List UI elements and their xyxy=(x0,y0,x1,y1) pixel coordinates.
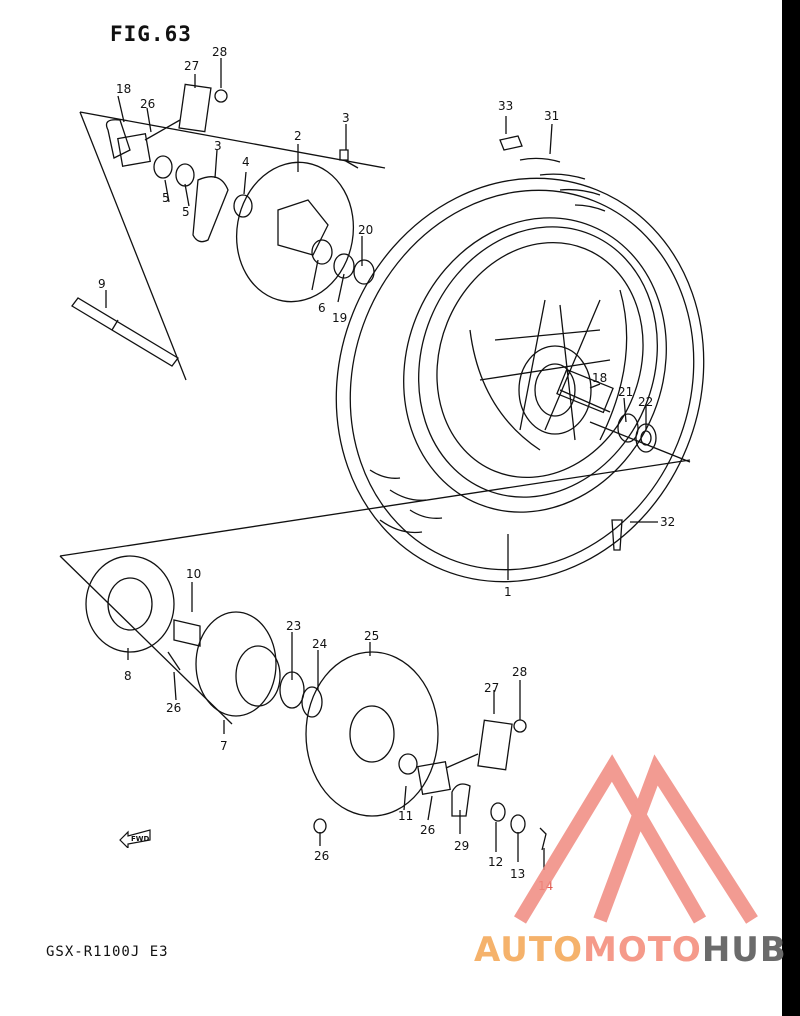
callout-10: 9 xyxy=(98,277,106,291)
figure-title: FIG.63 xyxy=(110,22,192,46)
callout-23: 25 xyxy=(364,629,379,643)
seal-18 xyxy=(353,259,375,285)
nut-28-bottom xyxy=(513,719,527,733)
bearing-6 xyxy=(153,155,173,179)
callout-30: 18 xyxy=(116,82,131,96)
callout-32: 32 xyxy=(660,515,675,529)
callout-5b: 5 xyxy=(182,205,190,219)
callout-22: 24 xyxy=(312,637,327,651)
wheel-group-outline xyxy=(59,459,691,557)
callout-14: 13 xyxy=(510,867,525,881)
callout-4: 3 xyxy=(214,139,222,153)
callout-27b: 27 xyxy=(484,681,499,695)
callout-20: 22 xyxy=(638,395,653,409)
callout-1: 1 xyxy=(504,585,512,599)
sprocket-hub-8 xyxy=(195,611,277,717)
collar-11 xyxy=(173,619,201,647)
spacer-7 xyxy=(311,239,333,265)
callout-26b: 26 xyxy=(420,823,435,837)
callout-24: 26 xyxy=(166,701,181,715)
sprocket-23 xyxy=(305,651,439,817)
callout-2: 2 xyxy=(294,129,302,143)
nut-25 xyxy=(313,818,327,834)
watermark-text: AUTOMOTOHUB xyxy=(474,930,787,970)
callout-33: 33 xyxy=(498,99,513,113)
callout-6: 5 xyxy=(162,191,170,205)
callout-25: 26 xyxy=(314,849,329,863)
callout-28b: 28 xyxy=(512,665,527,679)
callout-21: 23 xyxy=(286,619,301,633)
watermark-auto: AUTO xyxy=(474,930,583,970)
pad-27-bottom xyxy=(477,719,513,771)
bearing-5a xyxy=(175,163,195,187)
cush-rubber-9 xyxy=(85,555,175,653)
watermark-hub: HUB xyxy=(701,930,787,970)
callout-27a: 27 xyxy=(184,59,199,73)
axle-group-outline xyxy=(79,111,187,381)
plate-29 xyxy=(451,783,471,817)
tire-outer xyxy=(335,177,705,583)
fwd-label: FWD xyxy=(131,835,150,843)
callout-3: 3 xyxy=(342,111,350,125)
callout-5a: 4 xyxy=(242,155,250,169)
callout-8: 7 xyxy=(220,739,228,753)
bearing-19 xyxy=(617,413,639,443)
cotter-15 xyxy=(539,827,547,851)
nut-28-top xyxy=(214,89,228,103)
callout-18: 20 xyxy=(358,223,373,237)
plate-30 xyxy=(105,119,131,159)
caliper-bracket-4 xyxy=(192,176,229,243)
callout-31: 31 xyxy=(544,109,559,123)
page-edge-bar xyxy=(782,0,800,1016)
callout-19: 21 xyxy=(618,385,633,399)
callout-13: 12 xyxy=(488,855,503,869)
clip-33 xyxy=(499,135,523,151)
nut-14 xyxy=(510,814,526,834)
hub-center xyxy=(518,345,592,435)
callout-16: 18 xyxy=(592,371,607,385)
callout-7: 6 xyxy=(318,301,326,315)
callout-9: 8 xyxy=(124,669,132,683)
brake-disc-2 xyxy=(235,161,355,303)
model-code: GSX-R1100J E3 xyxy=(46,944,169,960)
callout-26a: 26 xyxy=(140,97,155,111)
axle-10 xyxy=(71,297,179,367)
valve-32 xyxy=(611,519,623,551)
callout-17: 19 xyxy=(332,311,347,325)
bearing-5b xyxy=(233,194,253,218)
fwd-arrow-icon: FWD xyxy=(119,829,151,848)
callout-11: 10 xyxy=(186,567,201,581)
stud-24 xyxy=(167,651,181,671)
adjuster-26-bottom xyxy=(417,761,451,795)
watermark-moto: MOTO xyxy=(582,930,702,970)
washer-13 xyxy=(490,802,506,822)
exploded-wheel-diagram: 18 26 27 28 3 4 5 5 2 3 20 6 19 9 33 31 … xyxy=(59,45,758,924)
callout-29: 29 xyxy=(454,839,469,853)
callout-28a: 28 xyxy=(212,45,227,59)
bearing-17 xyxy=(333,253,355,279)
bolt-3 xyxy=(339,149,359,169)
watermark-logo xyxy=(514,754,758,924)
pad-27-top xyxy=(178,83,212,133)
adjuster-26-top xyxy=(117,133,151,167)
callout-12: 11 xyxy=(398,809,413,823)
seal-22 xyxy=(301,686,323,718)
